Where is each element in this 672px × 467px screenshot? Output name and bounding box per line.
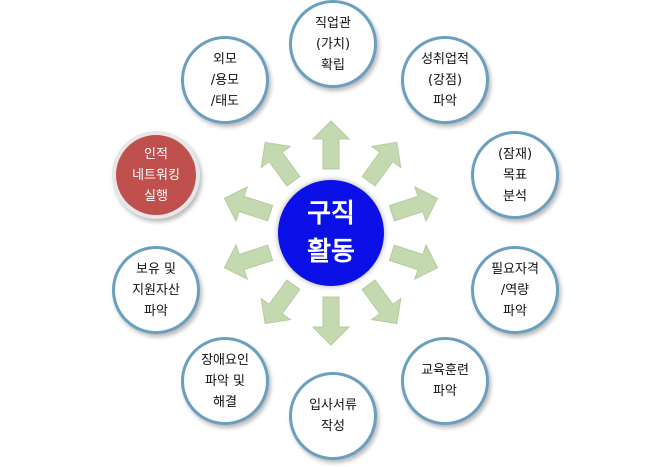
node-goal: (잠재) 목표 분석	[471, 131, 559, 219]
arrow-to-assets	[223, 243, 274, 281]
node-assets: 보유 및 지원자산 파악	[112, 246, 200, 334]
node-documents: 입사서류 작성	[289, 372, 377, 460]
node-networking-label: 인적 네트워킹 실행	[132, 146, 180, 204]
node-training: 교육훈련 파악	[401, 337, 489, 425]
arrow-to-networking	[223, 185, 274, 223]
node-goal-label: (잠재) 목표 분석	[497, 146, 533, 204]
node-competency: 필요자격 /역량 파악	[471, 246, 559, 334]
node-jobview-label: 직업관 (가치) 확립	[315, 15, 351, 73]
node-strengths: 성취업적 (강점) 파악	[401, 36, 489, 124]
node-appearance: 외모 /용모 /태도	[181, 36, 269, 124]
node-documents-label: 입사서류 작성	[309, 398, 357, 434]
arrow-to-strengths	[361, 141, 402, 187]
node-appearance-label: 외모 /용모 /태도	[210, 51, 240, 109]
node-assets-label: 보유 및 지원자산 파악	[132, 261, 180, 319]
node-networking: 인적 네트워킹 실행	[112, 131, 200, 219]
arrow-to-competency	[388, 243, 439, 281]
arrow-to-obstacles	[260, 279, 301, 325]
arrow-to-documents	[311, 296, 351, 346]
arrow-to-training	[361, 279, 402, 325]
node-obstacles: 장애요인 파악 및 해결	[181, 337, 269, 425]
node-training-label: 교육훈련 파악	[421, 363, 469, 399]
center-circle: 구직 활동	[278, 180, 384, 286]
arrow-to-goal	[388, 185, 439, 223]
node-obstacles-label: 장애요인 파악 및 해결	[201, 352, 249, 410]
node-jobview: 직업관 (가치) 확립	[289, 0, 377, 88]
arrow-to-jobview	[311, 120, 351, 170]
node-strengths-label: 성취업적 (강점) 파악	[421, 51, 469, 109]
arrow-to-appearance	[260, 141, 301, 187]
node-competency-label: 필요자격 /역량 파악	[491, 261, 539, 319]
center-label: 구직 활동	[307, 199, 355, 267]
